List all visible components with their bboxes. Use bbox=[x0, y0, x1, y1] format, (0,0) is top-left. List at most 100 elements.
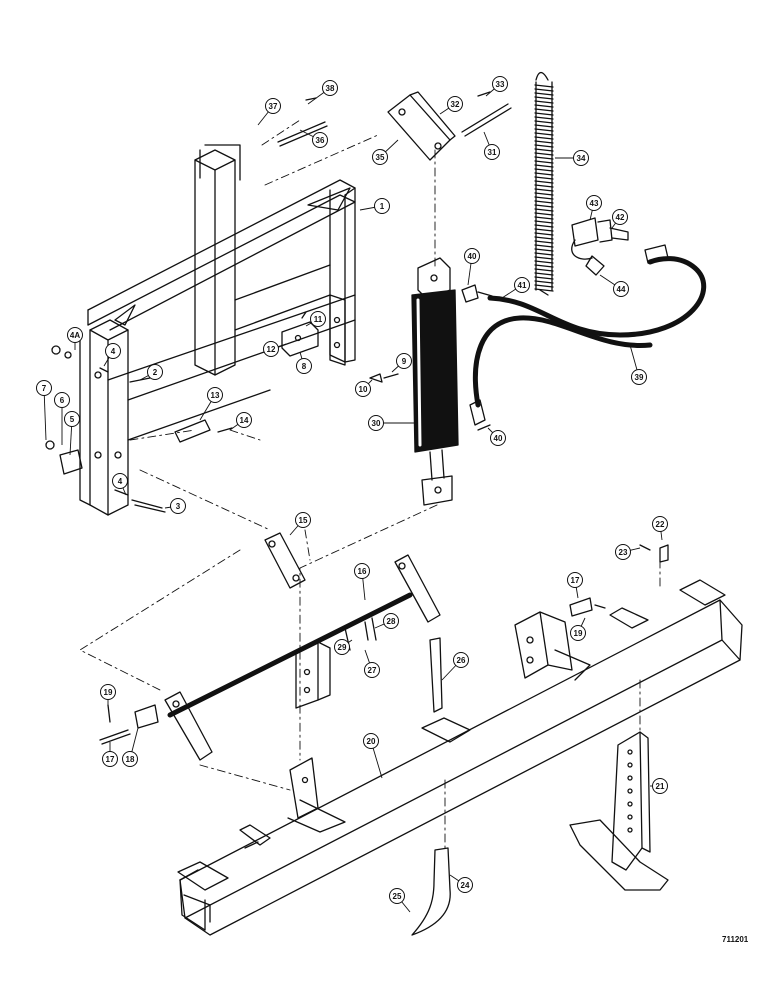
callout-c15: 15 bbox=[289, 512, 311, 536]
callout-c30: 30 bbox=[368, 415, 414, 431]
callout-label: 10 bbox=[359, 385, 368, 394]
callout-label: 19 bbox=[104, 688, 113, 697]
callout-label: 30 bbox=[372, 419, 381, 428]
callout-c2: 2 bbox=[139, 364, 163, 381]
callout-c10: 10 bbox=[355, 379, 373, 397]
callout-label: 27 bbox=[368, 666, 377, 675]
callout-leader bbox=[43, 387, 47, 441]
callout-circle bbox=[490, 430, 506, 446]
callout-circle bbox=[374, 198, 390, 214]
callout-label: 20 bbox=[367, 737, 376, 746]
callout-circle bbox=[355, 381, 371, 397]
callout-label: 41 bbox=[518, 281, 527, 290]
callout-label: 7 bbox=[42, 384, 47, 393]
sweep-tooth bbox=[411, 847, 451, 936]
callout-label: 36 bbox=[316, 136, 325, 145]
callout-c27: 27 bbox=[364, 649, 380, 678]
callout-circle bbox=[364, 662, 380, 678]
callout-circle bbox=[631, 369, 647, 385]
callout-c40a: 40 bbox=[464, 248, 480, 286]
callout-circle bbox=[396, 353, 412, 369]
callout-c4a: 4 bbox=[103, 343, 121, 367]
lift-arm bbox=[264, 532, 306, 589]
callout-circle bbox=[368, 415, 384, 431]
callout-label: 14 bbox=[240, 416, 249, 425]
callout-c40b: 40 bbox=[487, 427, 506, 446]
callout-circle bbox=[310, 311, 326, 327]
callout-c37: 37 bbox=[257, 98, 281, 126]
callout-c28: 28 bbox=[374, 613, 399, 629]
callout-circle bbox=[102, 751, 118, 767]
callout-c35: 35 bbox=[372, 139, 399, 165]
callout-c21: 21 bbox=[650, 778, 668, 794]
callout-label: 33 bbox=[496, 80, 505, 89]
mast-frame bbox=[79, 144, 356, 516]
callout-c22: 22 bbox=[652, 516, 668, 541]
callout-circle bbox=[236, 412, 252, 428]
spring bbox=[534, 71, 554, 296]
callout-circle bbox=[453, 652, 469, 668]
top-link bbox=[277, 91, 512, 161]
callout-label: 28 bbox=[387, 617, 396, 626]
callout-label: 4A bbox=[70, 331, 80, 340]
callout-circle bbox=[354, 563, 370, 579]
callout-label: 22 bbox=[656, 520, 665, 529]
callout-c14: 14 bbox=[229, 412, 252, 431]
callout-label: 9 bbox=[402, 357, 407, 366]
callout-circle bbox=[464, 248, 480, 264]
callout-label: 23 bbox=[619, 548, 628, 557]
callout-label: 35 bbox=[376, 153, 385, 162]
callout-circle bbox=[363, 733, 379, 749]
toolbar bbox=[177, 579, 743, 936]
callout-circle bbox=[492, 76, 508, 92]
callout-label: 6 bbox=[60, 396, 65, 405]
callout-c18: 18 bbox=[122, 727, 139, 767]
callout-c12: 12 bbox=[263, 341, 287, 357]
callout-c24: 24 bbox=[449, 874, 473, 893]
callout-circle bbox=[105, 343, 121, 359]
callout-circle bbox=[334, 639, 350, 655]
callout-label: 40 bbox=[494, 434, 503, 443]
callout-c4b: 4 bbox=[112, 473, 128, 496]
callout-label: 37 bbox=[269, 102, 278, 111]
assembly-lines bbox=[79, 119, 661, 849]
callout-circle bbox=[112, 473, 128, 489]
shank-26 bbox=[429, 637, 443, 713]
callout-c16: 16 bbox=[354, 563, 370, 601]
callout-c9: 9 bbox=[391, 353, 412, 373]
callout-c31: 31 bbox=[483, 131, 500, 160]
callout-c20: 20 bbox=[363, 733, 383, 779]
callout-label: 43 bbox=[590, 199, 599, 208]
callout-c13: 13 bbox=[199, 387, 223, 421]
callout-label: 4 bbox=[111, 347, 116, 356]
callout-label: 34 bbox=[577, 154, 586, 163]
callout-circle bbox=[265, 98, 281, 114]
callout-circle bbox=[54, 392, 70, 408]
callout-circle bbox=[147, 364, 163, 380]
callout-label: 21 bbox=[656, 782, 665, 791]
callout-label: 26 bbox=[457, 656, 466, 665]
callout-label: 44 bbox=[617, 285, 626, 294]
callout-c41: 41 bbox=[501, 277, 530, 299]
callout-circle bbox=[615, 544, 631, 560]
callout-label: 18 bbox=[126, 755, 135, 764]
callout-c44: 44 bbox=[599, 274, 629, 297]
callout-circle bbox=[64, 411, 80, 427]
callout-label: 24 bbox=[461, 881, 470, 890]
callout-circle bbox=[67, 327, 83, 343]
callout-c8: 8 bbox=[296, 351, 312, 374]
callout-circle bbox=[122, 751, 138, 767]
callout-c17a: 17 bbox=[567, 572, 583, 599]
callout-c19b: 19 bbox=[100, 684, 116, 705]
callout-label: 42 bbox=[616, 213, 625, 222]
hydraulic-hoses bbox=[473, 256, 707, 408]
hydraulic-cylinder bbox=[411, 257, 459, 506]
callout-circle bbox=[263, 341, 279, 357]
callout-circle bbox=[296, 358, 312, 374]
callout-circle bbox=[322, 80, 338, 96]
callout-circle bbox=[372, 149, 388, 165]
callout-c3: 3 bbox=[164, 498, 186, 514]
callout-c25: 25 bbox=[389, 888, 411, 913]
callout-circle bbox=[36, 380, 52, 396]
